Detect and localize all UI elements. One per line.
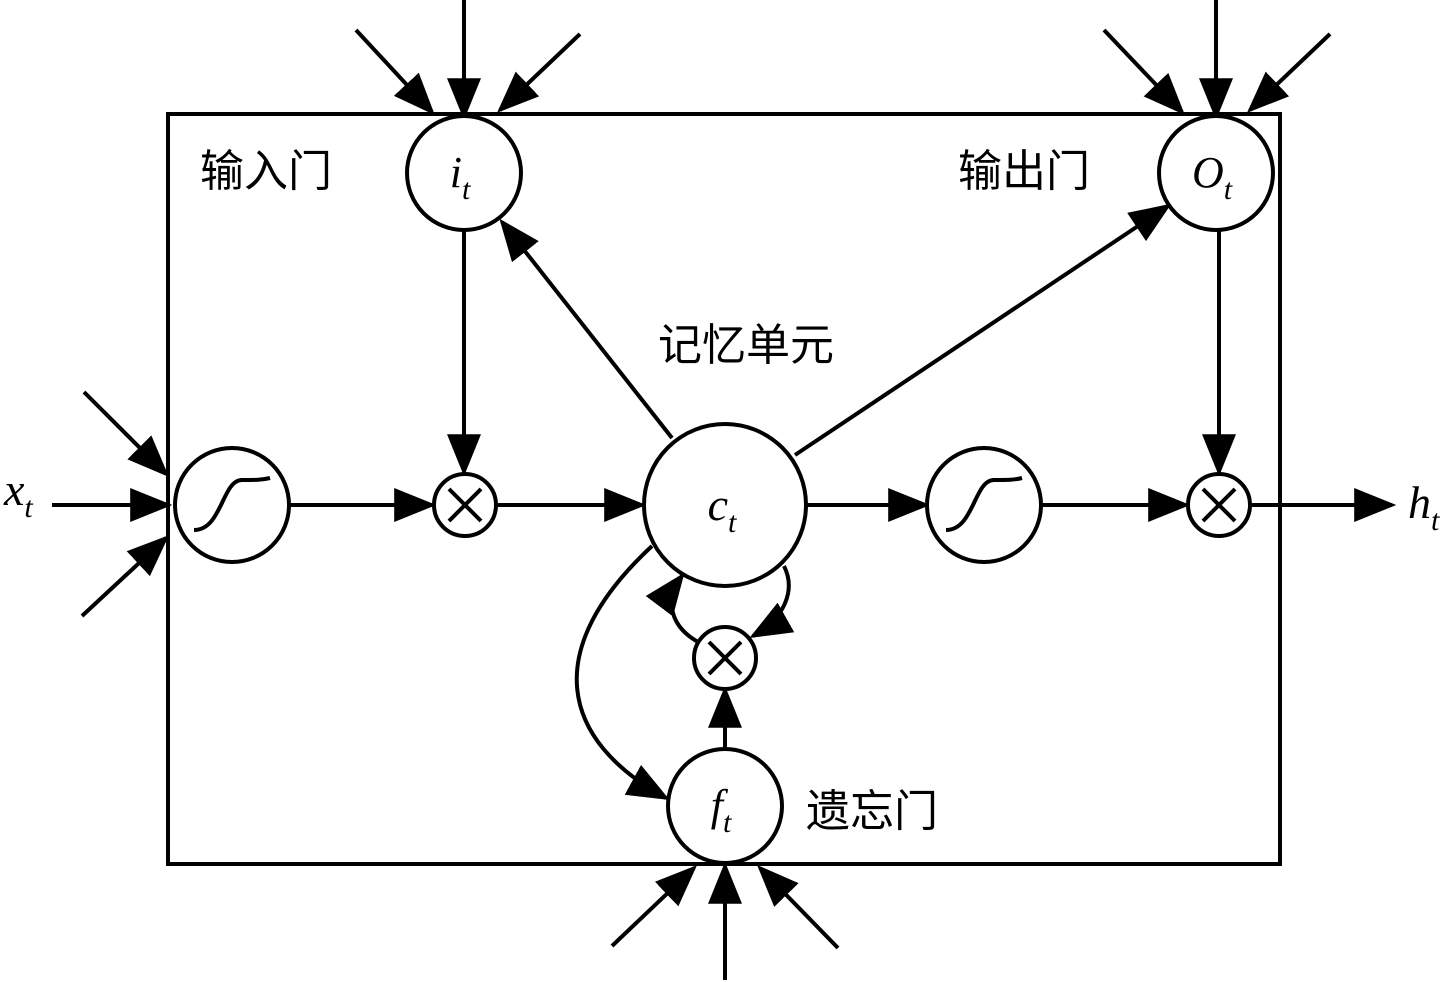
- forget-gate-node: ft: [666, 747, 784, 865]
- forget-gate-incoming-arrows: [610, 861, 840, 980]
- output-squash-node: [925, 446, 1043, 564]
- output-gate-incoming-arrows: [1102, 0, 1332, 121]
- cell-to-forget-gate-curve: [574, 544, 670, 801]
- input-subscript: t: [24, 491, 33, 524]
- cell-subscript: t: [728, 506, 737, 539]
- svg-text:ct: ct: [708, 479, 737, 539]
- multiply-icon: [707, 640, 743, 676]
- input-gate-symbol: i: [450, 148, 462, 197]
- output-gate-label: 输出门: [958, 146, 1090, 197]
- output-gate-symbol: O: [1192, 148, 1224, 197]
- cell-to-forget-multiplier-curve: [749, 565, 795, 639]
- output-gate-subscript: t: [1224, 173, 1233, 206]
- memory-cell-label: 记忆单元: [658, 320, 834, 371]
- input-gate-node: it: [405, 114, 523, 232]
- forget-multiplier-node: [692, 625, 758, 691]
- input-variable-label: xt: [3, 464, 33, 524]
- output-symbol: h: [1408, 477, 1431, 528]
- cell-to-input-gate-arrow: [499, 218, 674, 440]
- cell-to-output-gate-arrow: [793, 203, 1172, 457]
- svg-text:it: it: [450, 148, 471, 206]
- forget-gate-label: 遗忘门: [806, 786, 938, 837]
- output-multiplier-node: [1186, 472, 1252, 538]
- input-gate-subscript: t: [462, 173, 471, 206]
- svg-text:Ot: Ot: [1192, 148, 1233, 206]
- input-gate-label: 输入门: [200, 146, 332, 197]
- forget-multiplier-to-cell-curve: [645, 572, 700, 644]
- cell-symbol: c: [708, 479, 728, 530]
- input-multiplier-node: [432, 472, 498, 538]
- input-squash-node: [173, 446, 291, 564]
- input-gate-incoming-arrows: [354, 0, 582, 121]
- output-variable-label: ht: [1408, 477, 1440, 537]
- input-incoming-arrows: [52, 390, 173, 618]
- sigmoid-icon: [945, 476, 1023, 532]
- memory-cell-node: ct: [642, 422, 808, 588]
- input-symbol: x: [3, 464, 25, 515]
- multiply-icon: [1201, 487, 1237, 523]
- sigmoid-icon: [193, 476, 271, 532]
- output-subscript: t: [1431, 504, 1440, 537]
- output-gate-node: Ot: [1157, 114, 1275, 232]
- multiply-icon: [447, 487, 483, 523]
- forget-gate-subscript: t: [723, 806, 732, 839]
